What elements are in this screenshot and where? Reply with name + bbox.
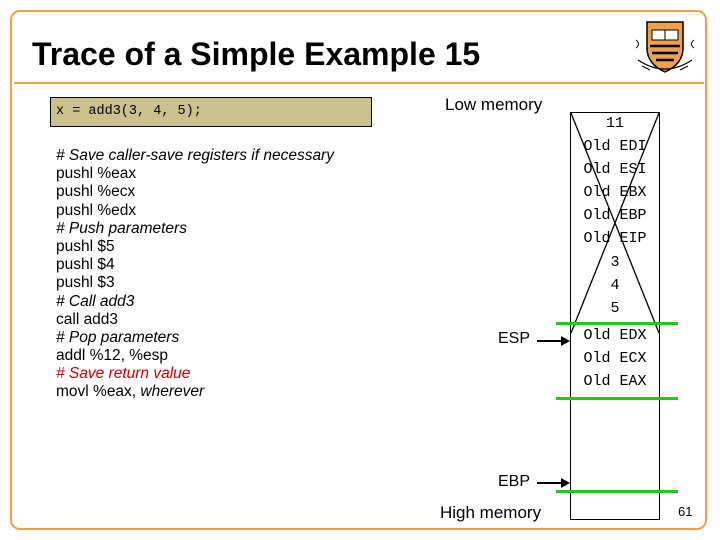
movl-destination: wherever xyxy=(140,383,205,401)
stack-cell: Old EBP xyxy=(583,207,647,224)
stack-cell: Old EAX xyxy=(583,373,647,390)
frame-top-marker-line xyxy=(556,397,678,400)
code-line: call add3 xyxy=(56,310,119,328)
code-line: pushl $4 xyxy=(56,256,115,274)
assembly-code: # Save caller-save registers if necessar… xyxy=(56,147,334,402)
function-call-box: x = add3(3, 4, 5); xyxy=(50,97,372,127)
code-line: addl %12, %esp xyxy=(56,347,169,365)
ebp-marker-line xyxy=(556,490,678,493)
page-number: 61 xyxy=(678,504,693,519)
stack-cell: Old EIP xyxy=(583,230,647,247)
stack-cell: Old EDX xyxy=(583,327,647,344)
stack-diagram: 11 Old EDI Old ESI Old EBX Old EBP Old E… xyxy=(570,112,660,520)
princeton-shield-icon xyxy=(635,21,695,73)
code-comment-highlighted: # Save return value xyxy=(56,365,191,383)
function-call-code: x = add3(3, 4, 5); xyxy=(56,104,202,119)
code-comment: # Call add3 xyxy=(56,292,135,310)
stack-cell: 11 xyxy=(605,115,624,132)
code-comment: # Pop parameters xyxy=(56,328,180,346)
popped-region-crossout xyxy=(570,112,660,334)
code-line: pushl $5 xyxy=(56,237,115,255)
stack-cell: Old EBX xyxy=(583,184,647,201)
code-line: pushl %eax xyxy=(56,165,137,183)
stack-cell: 4 xyxy=(610,277,620,294)
code-line: pushl %edx xyxy=(56,201,137,219)
slide-title: Trace of a Simple Example 15 xyxy=(32,36,481,72)
ebp-arrow-icon xyxy=(537,478,570,488)
esp-arrow-icon xyxy=(537,336,570,346)
stack-cell: 5 xyxy=(610,300,620,317)
high-memory-label: High memory xyxy=(440,503,542,522)
code-line: pushl %ecx xyxy=(56,183,136,201)
code-line: pushl $3 xyxy=(56,274,115,292)
stack-cell: Old EDI xyxy=(583,138,647,155)
movl-instruction: movl %eax, xyxy=(56,383,141,401)
code-comment: # Save caller-save registers if necessar… xyxy=(56,147,334,164)
code-line-movl: movl %eax, wherever xyxy=(56,383,334,401)
stack-cell: 3 xyxy=(610,254,620,271)
ebp-label: EBP xyxy=(498,473,531,490)
stack-cell: Old ESI xyxy=(583,161,647,178)
esp-marker-line xyxy=(556,322,678,325)
title-divider xyxy=(14,82,704,84)
low-memory-label: Low memory xyxy=(445,95,543,114)
code-comment: # Push parameters xyxy=(56,219,187,237)
slide-frame xyxy=(10,10,707,530)
esp-label: ESP xyxy=(498,330,531,347)
stack-cell: Old ECX xyxy=(583,350,647,367)
